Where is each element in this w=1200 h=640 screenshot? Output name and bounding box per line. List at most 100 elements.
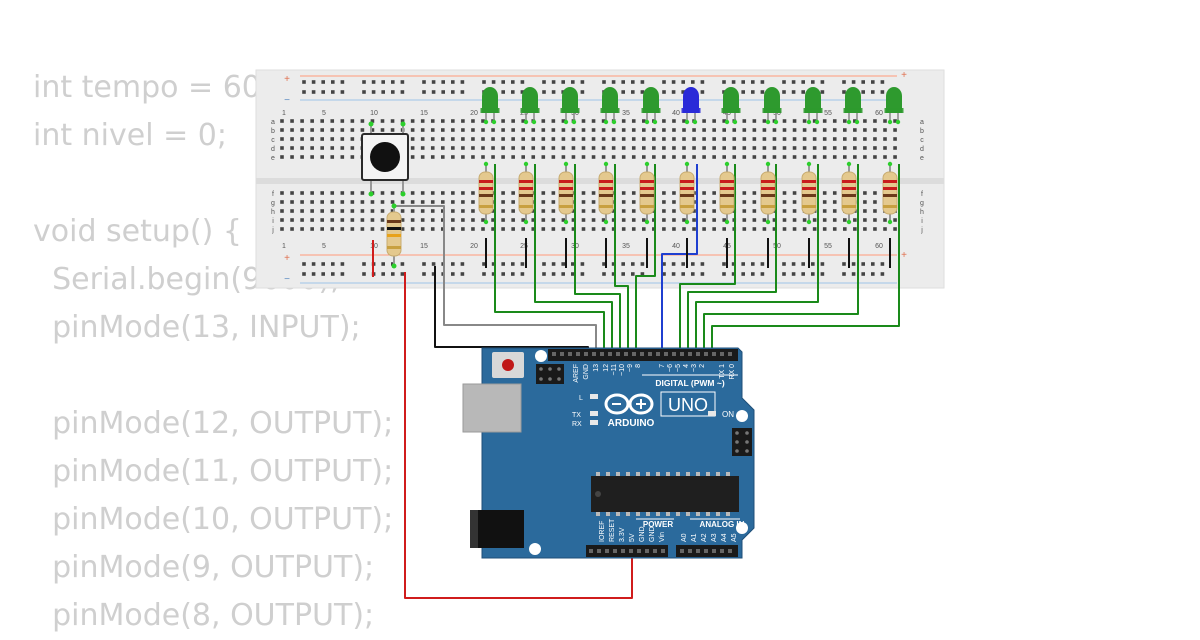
rail-hole xyxy=(681,262,685,266)
led-green[interactable] xyxy=(843,87,863,125)
breadboard-hole xyxy=(461,155,465,159)
led-green[interactable] xyxy=(480,87,500,125)
led-wire xyxy=(494,164,605,352)
led-resistor[interactable] xyxy=(719,161,735,225)
breadboard-hole xyxy=(652,146,656,150)
breadboard-hole xyxy=(732,146,737,150)
pin-label: A2 xyxy=(701,533,708,542)
button-resistor[interactable] xyxy=(386,203,402,269)
led-resistor[interactable] xyxy=(760,161,776,225)
breadboard-hole xyxy=(350,218,355,222)
led-resistor[interactable] xyxy=(598,161,614,225)
led-resistor[interactable] xyxy=(801,161,817,225)
breadboard-hole xyxy=(320,209,324,213)
breadboard-hole xyxy=(571,209,576,213)
push-button[interactable] xyxy=(361,121,409,197)
breadboard-hole xyxy=(320,137,324,141)
breadboard-hole xyxy=(782,155,787,159)
breadboard-hole xyxy=(571,155,576,159)
led-blue[interactable] xyxy=(681,87,701,125)
rail-hole xyxy=(520,80,525,84)
breadboard-hole xyxy=(380,191,385,195)
breadboard-hole xyxy=(812,155,817,159)
breadboard-hole xyxy=(863,209,867,213)
led-resistor[interactable] xyxy=(478,161,494,225)
breadboard-hole xyxy=(611,200,616,204)
rail-hole xyxy=(631,272,635,276)
breadboard-hole xyxy=(511,119,515,123)
breadboard-hole xyxy=(591,200,596,204)
led-green[interactable] xyxy=(803,87,823,125)
breadboard-hole xyxy=(832,218,837,222)
rail-hole xyxy=(422,272,426,276)
breadboard-hole xyxy=(350,209,355,213)
led-resistor[interactable] xyxy=(882,161,898,225)
led-green[interactable] xyxy=(600,87,620,125)
breadboard-hole xyxy=(420,137,425,141)
breadboard-hole xyxy=(300,200,304,204)
push-button-cap[interactable] xyxy=(370,142,400,172)
breadboard-hole xyxy=(702,128,706,132)
breadboard-hole xyxy=(832,146,837,150)
led-green[interactable] xyxy=(762,87,782,125)
breadboard-hole xyxy=(621,200,626,204)
breadboard-hole xyxy=(441,119,445,123)
led-resistor[interactable] xyxy=(639,161,655,225)
breadboard-hole xyxy=(350,137,355,141)
breadboard-hole xyxy=(692,218,696,222)
breadboard-hole xyxy=(682,227,686,231)
breadboard-hole xyxy=(782,227,787,231)
led-green[interactable] xyxy=(721,87,741,125)
led-resistor[interactable] xyxy=(558,161,574,225)
pin-label: A5 xyxy=(731,533,738,542)
breadboard-hole xyxy=(843,119,847,123)
rail-hole xyxy=(331,272,335,276)
breadboard-hole xyxy=(883,155,887,159)
breadboard-hole xyxy=(662,128,666,132)
breadboard-hole xyxy=(420,119,425,123)
rail-hole xyxy=(811,272,815,276)
rail-hole xyxy=(542,272,546,276)
breadboard-hole xyxy=(511,227,515,231)
breadboard-hole xyxy=(330,146,335,150)
breadboard-hole xyxy=(692,155,696,159)
pin-label: 5V xyxy=(629,533,636,542)
breadboard-hole xyxy=(853,218,857,222)
breadboard-hole xyxy=(531,227,536,231)
rail-hole xyxy=(671,262,676,266)
pin-label: 3.3V xyxy=(619,527,626,542)
breadboard-hole xyxy=(420,128,425,132)
breadboard-hole xyxy=(420,209,425,213)
rail-hole xyxy=(611,272,616,276)
led-green[interactable] xyxy=(520,87,540,125)
breadboard-hole xyxy=(631,137,636,141)
led-green[interactable] xyxy=(884,87,904,125)
column-number: 60 xyxy=(875,243,883,250)
breadboard-hole xyxy=(330,218,335,222)
column-number: 50 xyxy=(773,243,781,250)
reset-button-cap[interactable] xyxy=(502,359,514,371)
breadboard-hole xyxy=(672,200,676,204)
rx-label: RX xyxy=(572,421,582,428)
breadboard-hole xyxy=(893,218,897,222)
pin-label: 13 xyxy=(593,364,600,372)
breadboard-hole xyxy=(722,146,726,150)
breadboard-hole xyxy=(481,218,485,222)
led-green[interactable] xyxy=(641,87,661,125)
breadboard-hole xyxy=(430,191,435,195)
breadboard-hole xyxy=(631,227,636,231)
rail-hole xyxy=(302,272,306,276)
led-resistor[interactable] xyxy=(679,161,695,225)
breadboard-hole xyxy=(310,119,314,123)
breadboard-hole xyxy=(430,200,435,204)
led-green[interactable] xyxy=(560,87,580,125)
breadboard-hole xyxy=(551,200,556,204)
row-letter: c xyxy=(271,137,275,144)
breadboard-hole xyxy=(551,209,556,213)
breadboard-hole xyxy=(792,119,797,123)
rail-hole xyxy=(851,272,856,276)
led-resistor[interactable] xyxy=(518,161,534,225)
pin-label: ~10 xyxy=(619,364,626,376)
led-resistor[interactable] xyxy=(841,161,857,225)
